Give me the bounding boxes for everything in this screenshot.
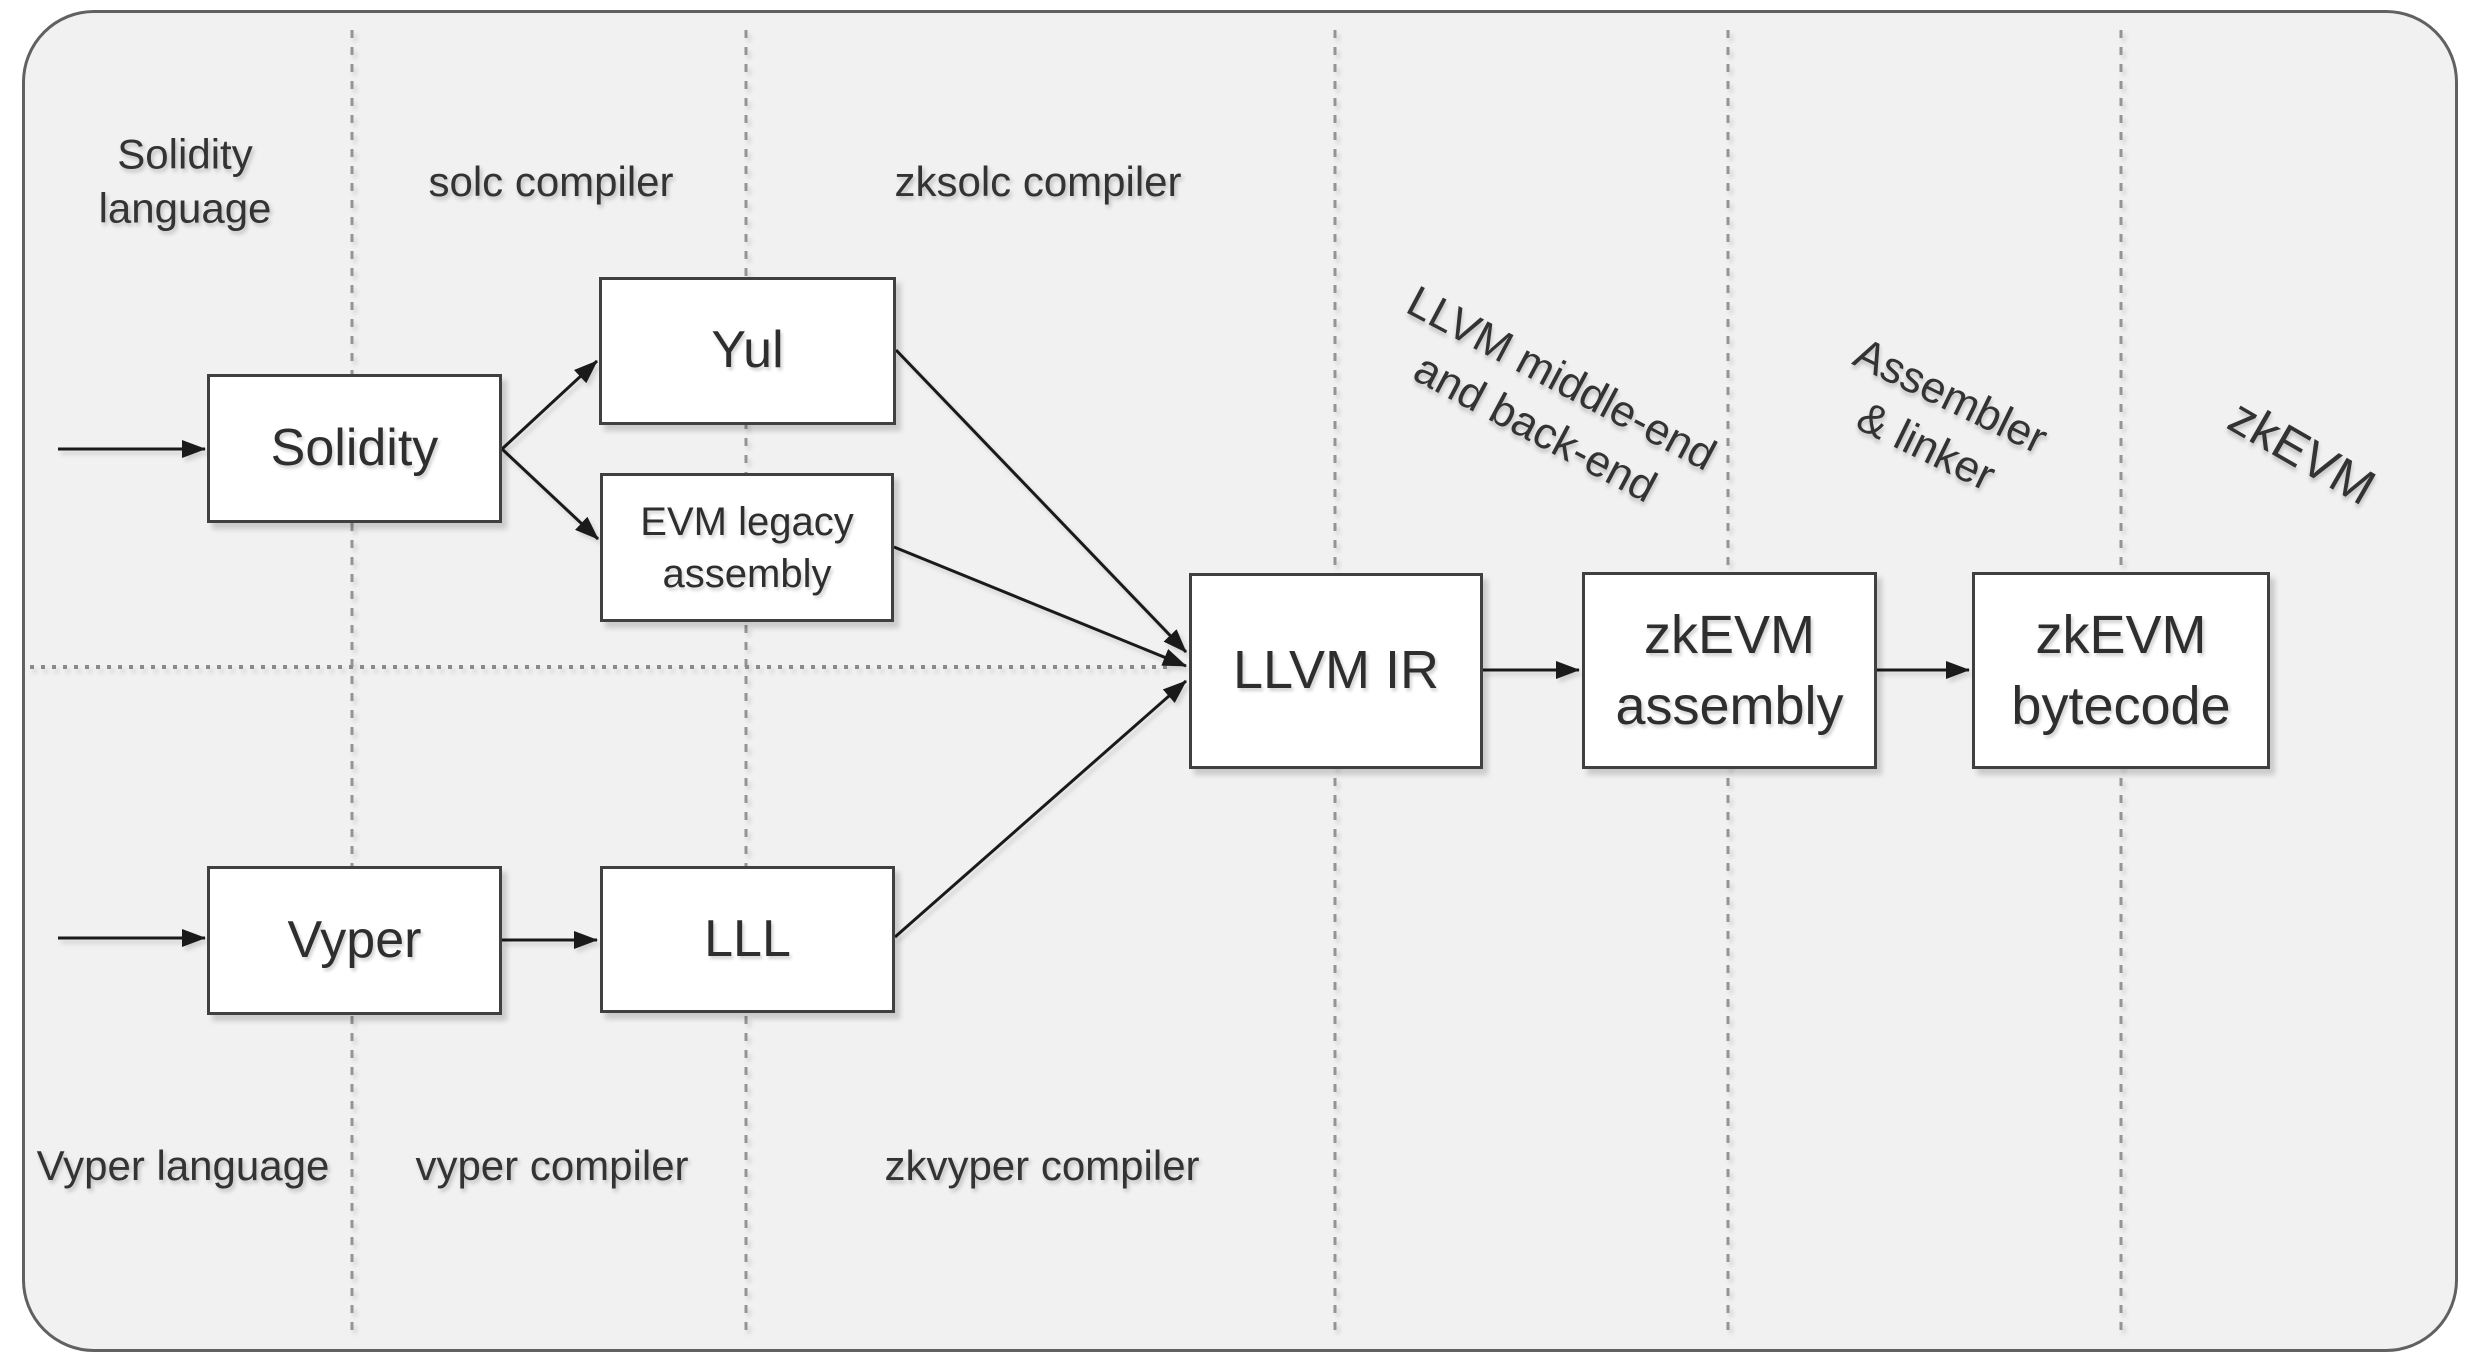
edge-lll-to-llvm-ir — [894, 679, 1187, 939]
node-zkevm-assembly: zkEVM assembly — [1582, 572, 1877, 769]
edge-yul-to-llvm-ir — [894, 348, 1188, 654]
node-lll: LLL — [600, 866, 895, 1013]
node-yul: Yul — [599, 277, 896, 425]
edge-solidity-to-yul — [500, 359, 599, 451]
label-zkvyper-compiler: zkvyper compiler — [884, 1142, 1200, 1190]
label-vyper-compiler: vyper compiler — [415, 1142, 689, 1190]
node-evm-legacy-assembly: EVM legacy assembly — [600, 473, 894, 622]
edge-evm-legacy-to-llvm-ir — [893, 545, 1187, 668]
label-solc-compiler: solc compiler — [428, 158, 674, 206]
node-zkevm-bytecode: zkEVM bytecode — [1972, 572, 2270, 769]
label-vyper-language: Vyper language — [36, 1142, 330, 1190]
label-zksolc-compiler: zksolc compiler — [894, 158, 1182, 206]
node-vyper: Vyper — [207, 866, 502, 1015]
node-llvm-ir: LLVM IR — [1189, 573, 1483, 769]
edge-solidity-to-evm-legacy — [500, 447, 600, 541]
node-solidity: Solidity — [207, 374, 502, 523]
label-solidity-language: Solidity language — [98, 130, 272, 231]
